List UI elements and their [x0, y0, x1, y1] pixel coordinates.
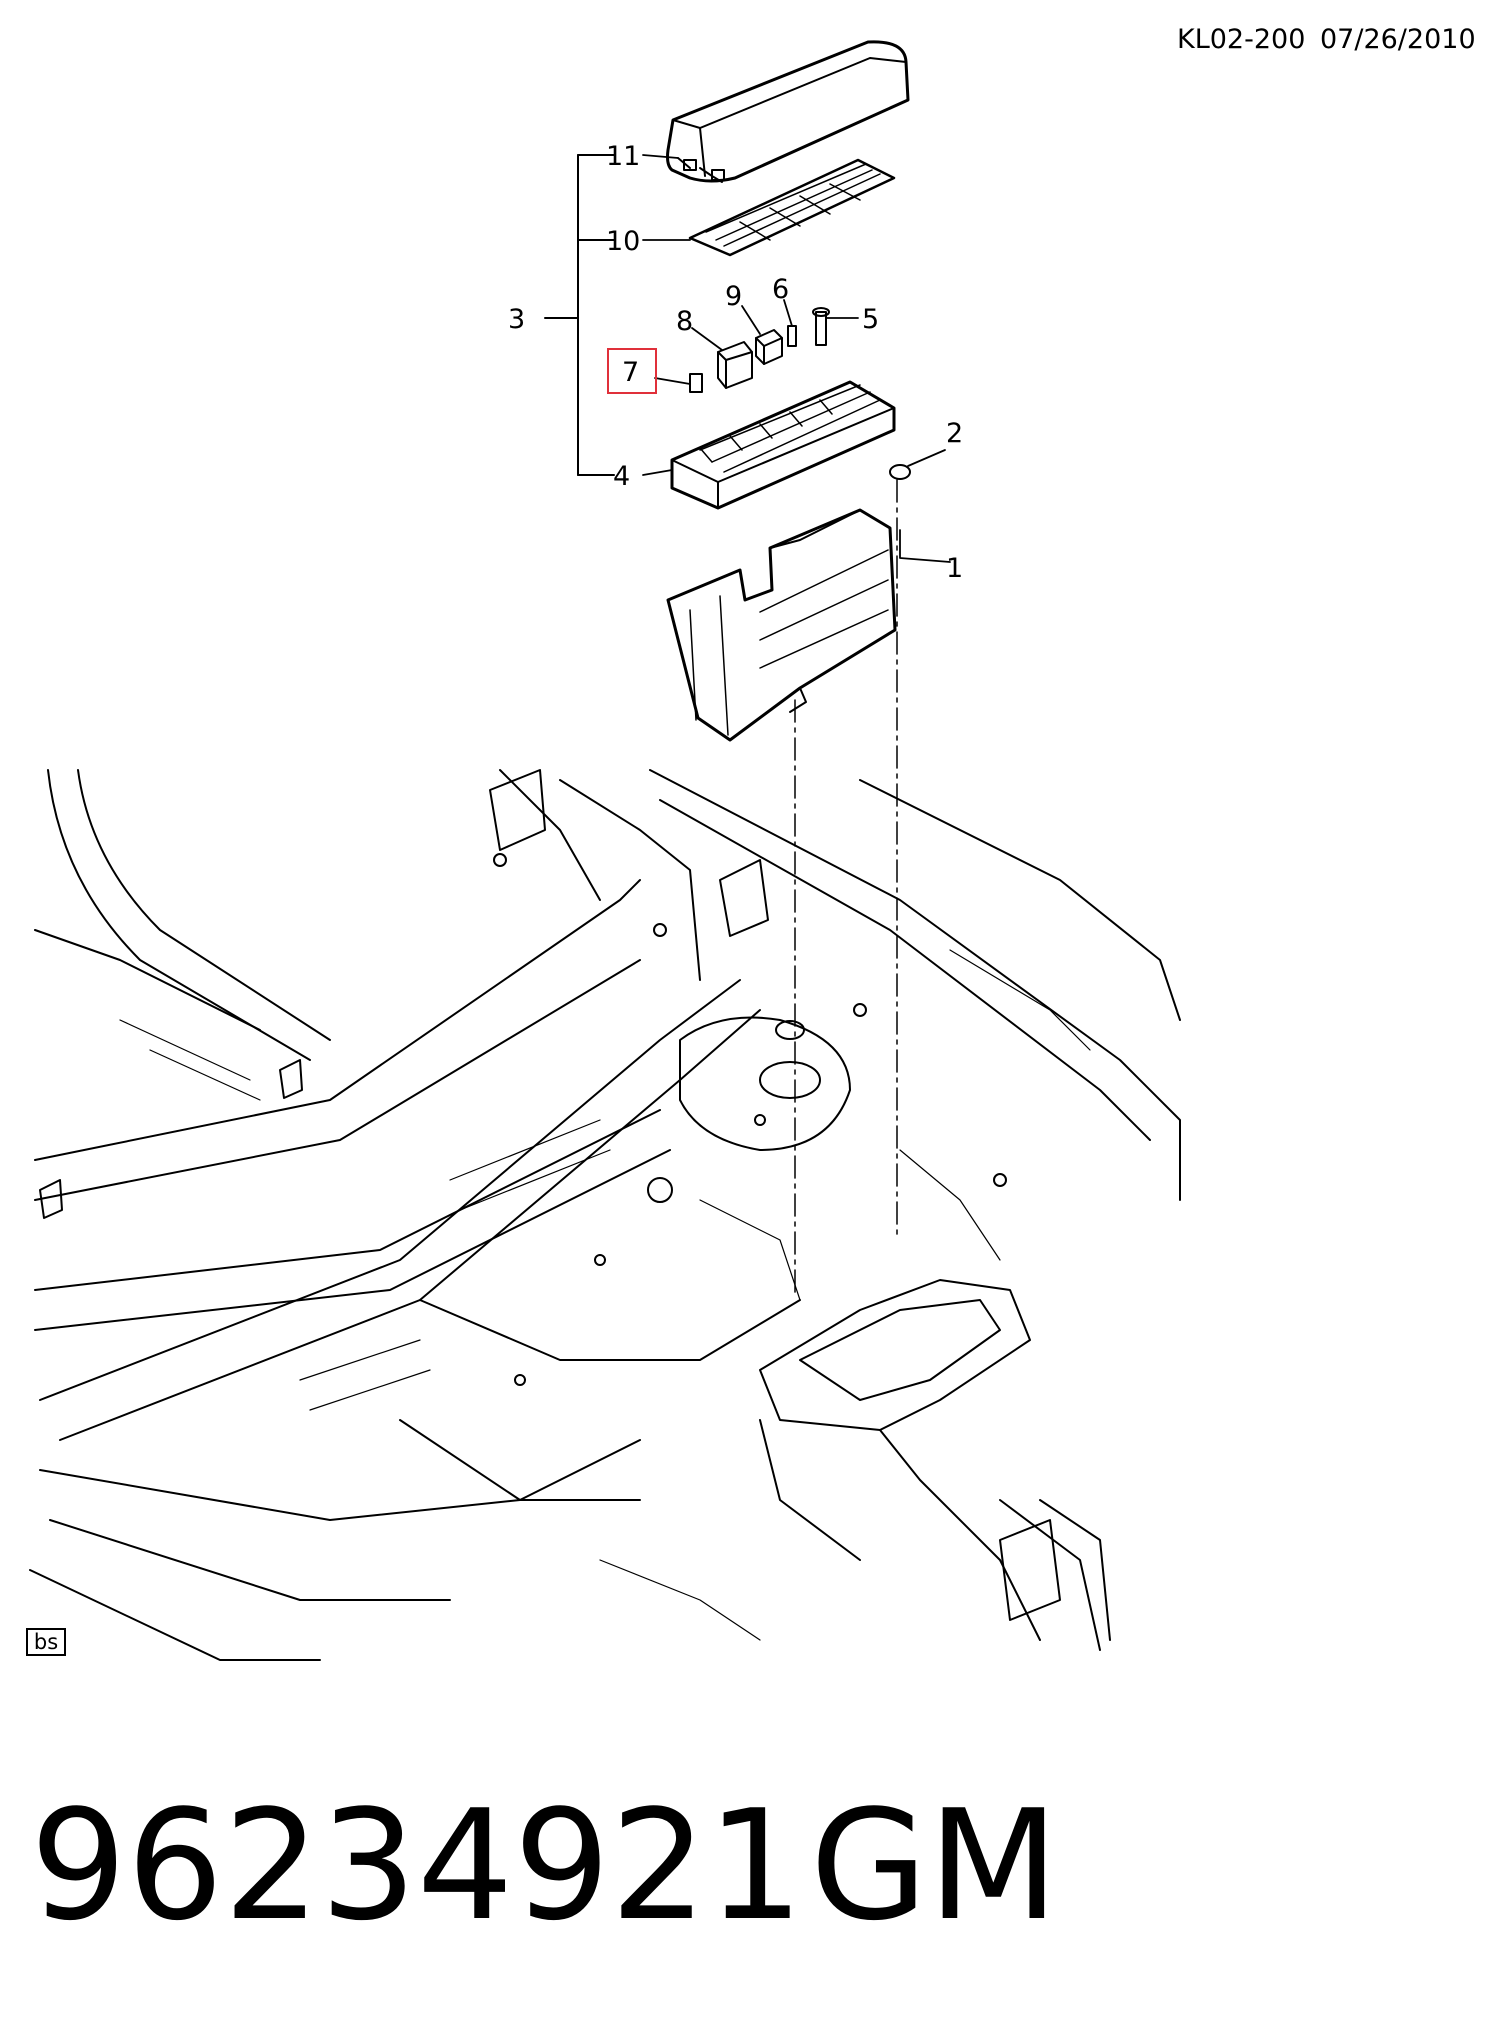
drawing-code: KL02-200 — [1177, 24, 1306, 55]
fuse-part-6 — [787, 325, 797, 347]
leader-lines — [642, 154, 951, 563]
vehicle-detail-lines — [119, 949, 1091, 1641]
callout-9: 9 — [725, 281, 743, 312]
relay-part-8 — [717, 341, 753, 389]
assembly-bracket — [544, 154, 615, 476]
part-number: 96234921 — [30, 1777, 804, 1954]
callout-highlight-box — [607, 348, 657, 394]
callout-3: 3 — [508, 304, 526, 335]
callout-5: 5 — [862, 304, 880, 335]
callout-7: 7 — [622, 357, 640, 388]
callout-6: 6 — [772, 274, 790, 305]
callout-2: 2 — [946, 418, 964, 449]
nut-part-2 — [889, 464, 911, 480]
drawing-date: 07/26/2010 — [1320, 24, 1476, 55]
corner-tag: bs — [26, 1628, 66, 1656]
fuse-box-lid — [666, 40, 910, 183]
callout-4: 4 — [613, 461, 631, 492]
fuse-box-bracket — [666, 508, 897, 742]
fuse-label-card — [688, 158, 896, 257]
callout-11: 11 — [606, 141, 641, 172]
vehicle-front-structure — [29, 769, 1181, 1661]
callout-8: 8 — [676, 306, 694, 337]
fuse-part-5 — [812, 307, 830, 346]
fuse-block — [670, 380, 896, 510]
brand-name: GM — [810, 1777, 1059, 1954]
fuse-part-7 — [689, 373, 703, 393]
callout-10: 10 — [606, 226, 641, 257]
alignment-lines — [794, 479, 898, 1296]
relay-part-9 — [755, 329, 783, 365]
callout-1: 1 — [946, 553, 964, 584]
